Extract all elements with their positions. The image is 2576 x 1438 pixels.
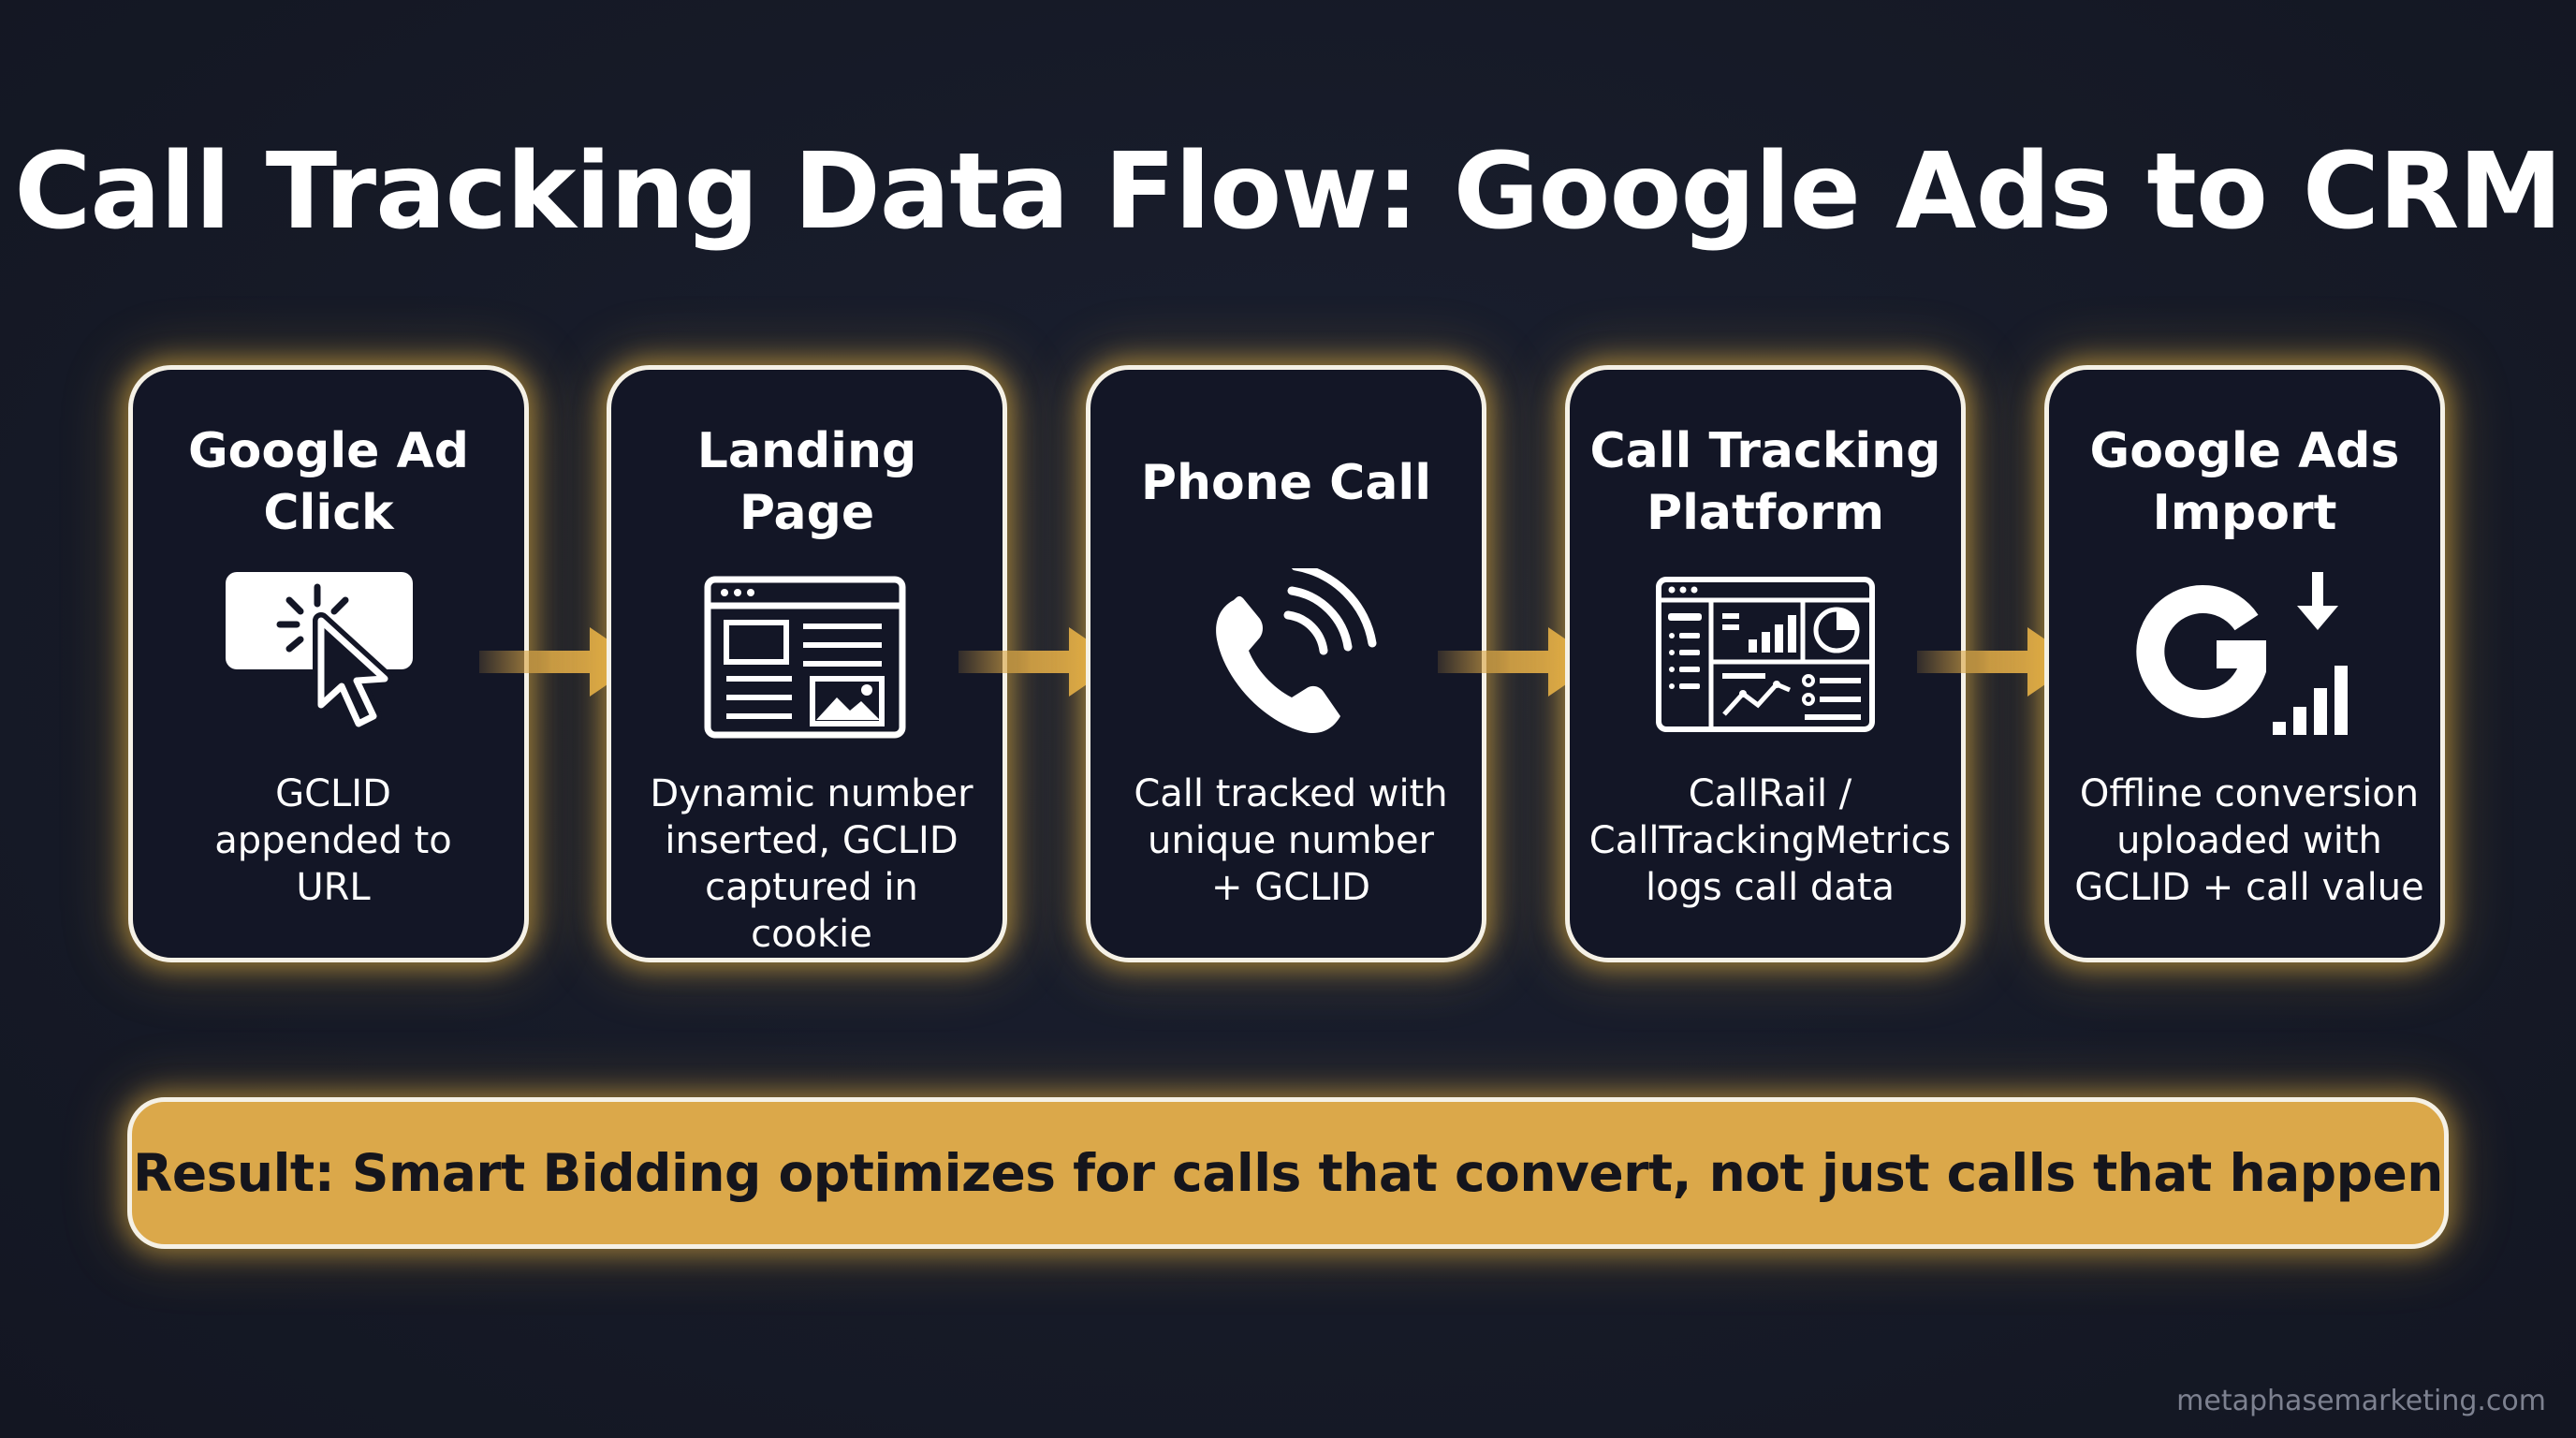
result-text: Result: Smart Bidding optimizes for call…	[133, 1143, 2443, 1203]
webpage-icon	[704, 576, 906, 739]
step-title: Google Ad Click	[133, 420, 524, 544]
step-description: Offline conversion uploaded with GCLID +…	[2074, 772, 2424, 909]
dashboard-icon	[1656, 577, 1875, 732]
step-description: Call tracked with unique number + GCLID	[1134, 772, 1448, 909]
step-title: Google Ads Import	[2049, 420, 2440, 544]
step-card-phone-call: Phone Call Call tracked with unique numb…	[1086, 365, 1486, 962]
result-banner: Result: Smart Bidding optimizes for call…	[127, 1097, 2449, 1249]
step-title-text: Google Ads Import	[2089, 423, 2400, 541]
flow-arrow-icon	[959, 627, 1120, 697]
google-import-icon	[2136, 572, 2348, 735]
flow-arrow-icon	[1438, 627, 1599, 697]
step-description: GCLID appended to URL	[214, 772, 452, 909]
page-title: Call Tracking Data Flow: Google Ads to C…	[14, 131, 2563, 253]
step-card-google-ad-click: Google Ad Click GCLID appended to URL	[128, 365, 529, 962]
step-title: Landing Page	[611, 420, 1003, 544]
step-card-call-tracking-platform: Call Tracking Platform	[1565, 365, 1966, 962]
step-title-text: Google Ad Click	[188, 423, 470, 541]
watermark: metaphasemarketing.com	[2176, 1385, 2546, 1417]
step-title-text: Call Tracking Platform	[1589, 423, 1941, 541]
step-description: Dynamic number inserted, GCLID captured …	[650, 772, 973, 956]
flow-arrow-icon	[479, 627, 640, 697]
step-title: Call Tracking Platform	[1570, 420, 1961, 544]
step-description: CallRail / CallTrackingMetrics logs call…	[1588, 772, 1952, 909]
cursor-click-icon	[226, 572, 413, 732]
step-title-text: Landing Page	[696, 423, 917, 541]
phone-icon	[1216, 568, 1377, 734]
step-card-landing-page: Landing Page Dynamic number inserted, GC…	[607, 365, 1007, 962]
step-card-google-ads-import: Google Ads Import Offline conversion upl…	[2044, 365, 2445, 962]
step-title: Phone Call	[1140, 455, 1432, 511]
flow-arrow-icon	[1917, 627, 2078, 697]
